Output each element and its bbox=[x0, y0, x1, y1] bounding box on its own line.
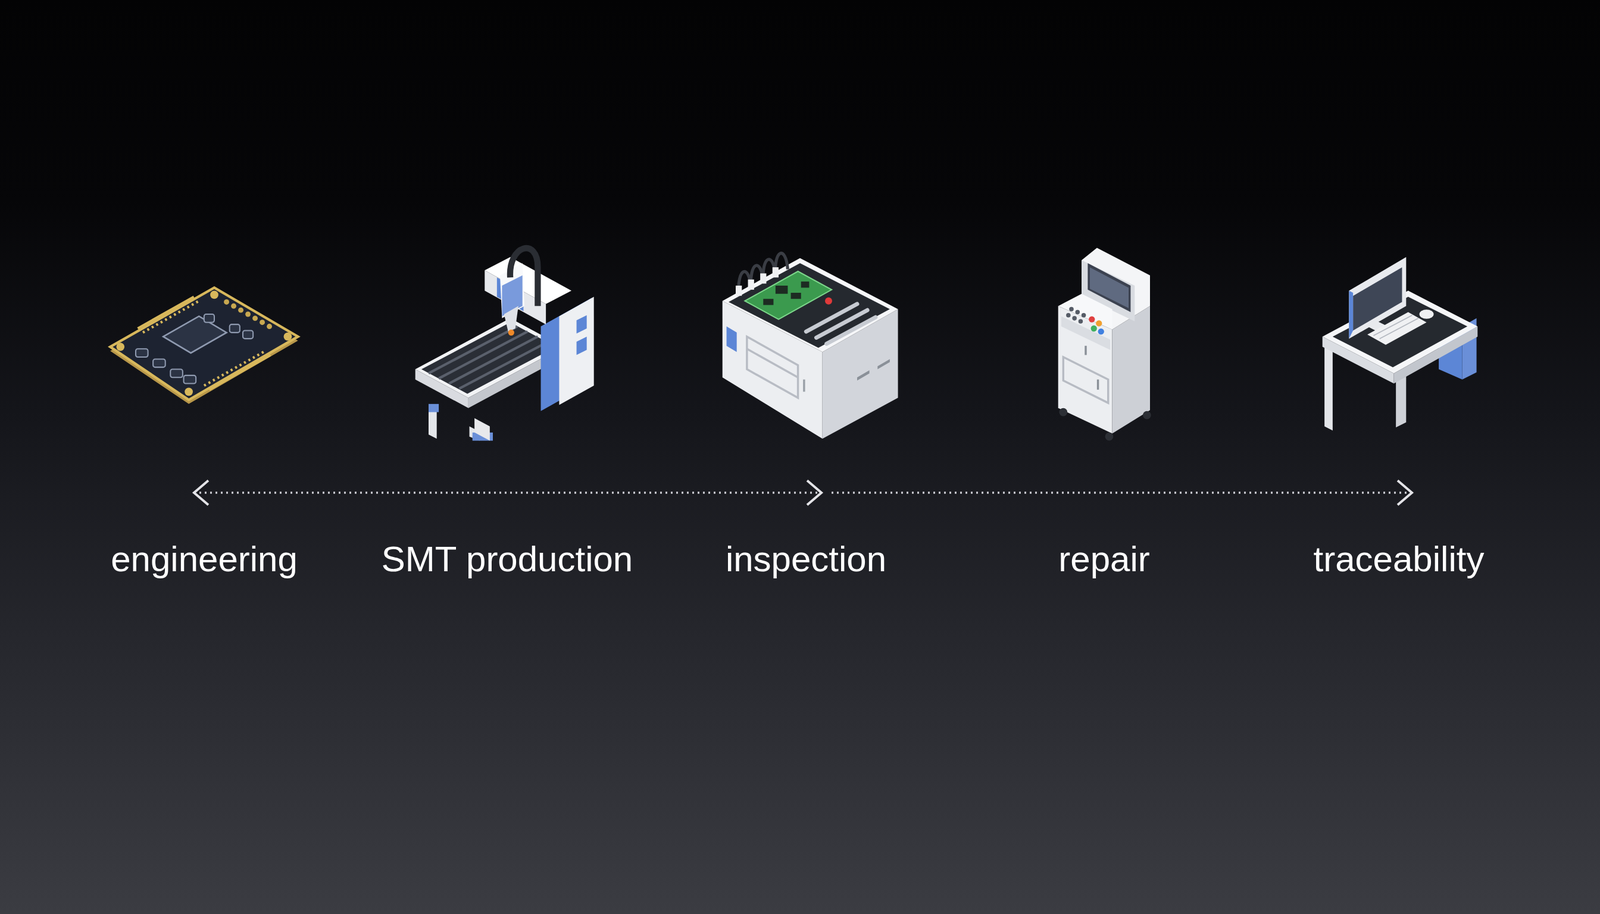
computer-desk-icon bbox=[1322, 257, 1478, 431]
stage-label: engineering bbox=[55, 538, 353, 580]
pcb-icon bbox=[110, 287, 298, 404]
stage-node: traceability bbox=[1250, 238, 1548, 592]
stage-node: SMT production bbox=[358, 238, 656, 592]
repair-station-icon bbox=[1058, 248, 1152, 442]
stage-node: repair bbox=[955, 238, 1253, 592]
stage-node: inspection bbox=[657, 238, 955, 592]
dotted-arrow bbox=[194, 480, 822, 506]
stage-label: SMT production bbox=[358, 538, 656, 580]
stage-label: inspection bbox=[657, 538, 955, 580]
stage-label: repair bbox=[955, 538, 1253, 580]
smt-machine-icon bbox=[415, 248, 595, 442]
dotted-arrow bbox=[831, 480, 1412, 506]
stage-label: traceability bbox=[1250, 538, 1548, 580]
inspection-station-icon bbox=[722, 253, 899, 440]
stage-node: engineering bbox=[55, 238, 353, 592]
